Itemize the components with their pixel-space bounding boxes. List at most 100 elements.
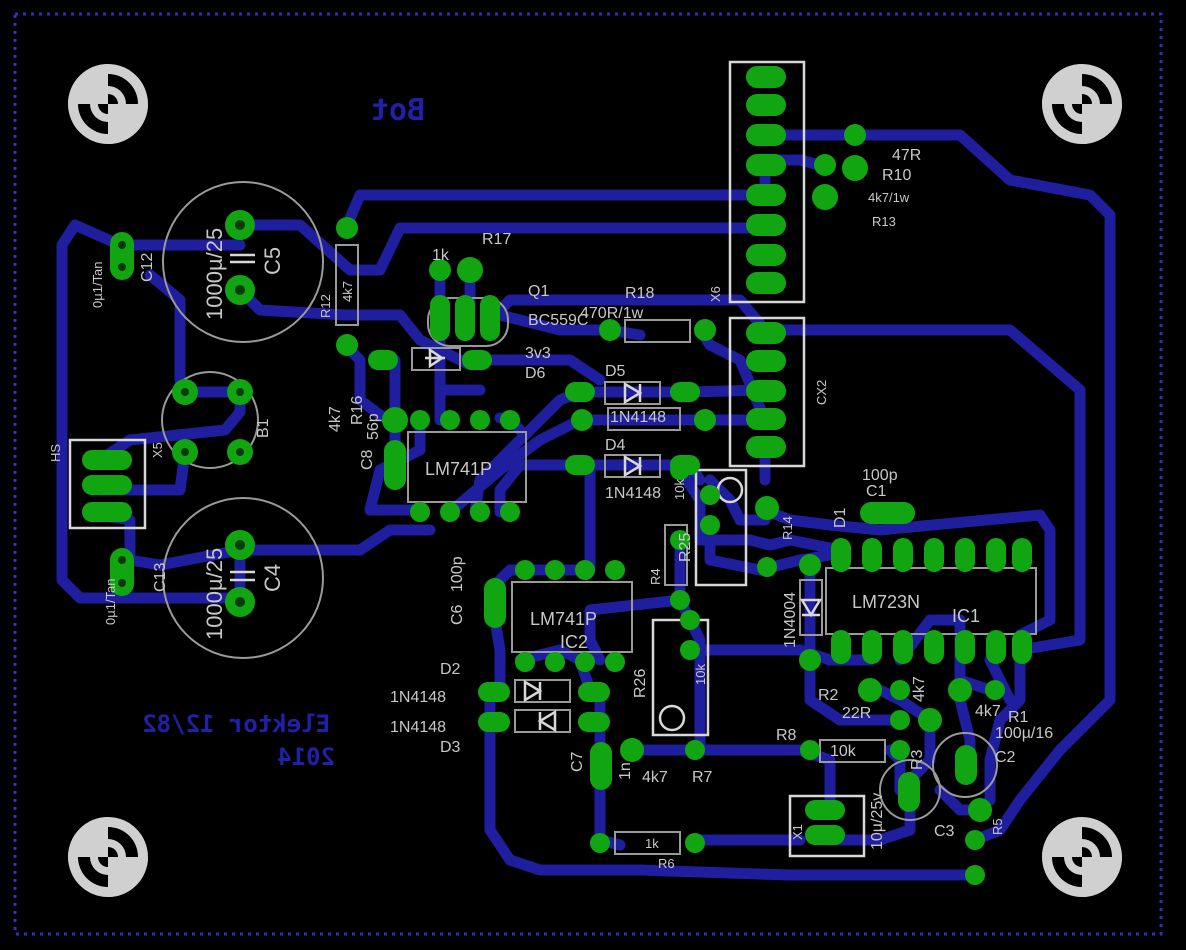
ic3-outline (407, 431, 527, 503)
hs-outline (68, 438, 147, 530)
r10-value: 47R (892, 147, 921, 164)
board-title-mirrored: Bot (371, 93, 425, 128)
d3-body (514, 709, 571, 733)
x1-outline (788, 794, 866, 858)
r26-value: 10k (693, 664, 708, 685)
r18-value: 470R/1w (580, 305, 644, 322)
r12-body (335, 244, 359, 326)
c1-value: 100p (862, 467, 898, 484)
c13-name: C13 (152, 563, 169, 592)
r6-value: 1k (645, 836, 659, 851)
r13-name: R13 (872, 214, 896, 229)
x6-outline (728, 60, 806, 304)
credit-line1: Elektor 12/82 (142, 710, 330, 738)
c5-name: C5 (260, 247, 285, 275)
c13-value: 0µ1/Tan (103, 578, 118, 625)
c8-name: C8 (359, 449, 376, 470)
d1-body (799, 579, 823, 636)
d5-value: 1N4148 (610, 409, 666, 426)
c1-name: C1 (866, 483, 887, 500)
c3-value: 10µ/25v (869, 793, 886, 850)
r8-value: 10k (830, 743, 857, 760)
r17-name: R17 (482, 231, 511, 248)
c12-value: 0µ1/Tan (90, 261, 105, 308)
d4-value: 1N4148 (605, 485, 661, 502)
r16-name: R16 (349, 396, 366, 425)
r5-name: R5 (990, 818, 1005, 835)
d2-value: 1N4148 (390, 689, 446, 706)
c5-outline (162, 181, 324, 343)
c12-name: C12 (139, 253, 156, 282)
x5-name: X5 (150, 442, 165, 458)
ic2-name: IC2 (560, 632, 588, 652)
silkscreen-outlines (68, 60, 1037, 858)
c2-name: C2 (995, 749, 1016, 766)
d6-symbol (425, 347, 445, 369)
r2-name: R2 (818, 687, 839, 704)
r12-value: 4k7 (340, 281, 355, 302)
mounting-hole-tr (1042, 64, 1122, 144)
pads (82, 66, 1032, 885)
c2-value: 100µ/16 (995, 725, 1053, 742)
d2-symbol (523, 679, 543, 703)
credit-line2: 2014 (277, 743, 335, 771)
c4-outline (162, 497, 324, 659)
mounting-hole-bl (68, 817, 148, 897)
cx2-outline (728, 316, 806, 468)
r7-name: R7 (692, 769, 713, 786)
r25-name: R25 (677, 533, 694, 562)
ic2-value: LM741P (530, 609, 597, 629)
d2-body (514, 679, 571, 703)
c7-name: C7 (569, 751, 586, 772)
d6-body (411, 347, 461, 371)
r13-value: 4k7/1w (868, 190, 910, 205)
r16-value: 4k7 (327, 406, 344, 432)
r25-value: 10k (672, 479, 687, 500)
b1-name: B1 (255, 418, 272, 438)
r8-body (819, 739, 886, 763)
d4-body (604, 454, 661, 478)
c4-symbol (230, 570, 255, 582)
c5-value: 1000µ/25 (202, 228, 227, 320)
r6-name: R6 (658, 856, 675, 871)
c4-value: 1000µ/25 (202, 548, 227, 640)
r4-name: R4 (648, 568, 663, 585)
r10-name: R10 (882, 167, 911, 184)
d3-symbol (537, 709, 557, 733)
ic2-outline (511, 581, 633, 653)
r1-value: 4k7 (975, 703, 1001, 720)
d3-name: D3 (440, 739, 461, 756)
c8-value: 56p (365, 413, 382, 440)
mounting-hole-br (1042, 817, 1122, 897)
ic1-value: LM723N (852, 592, 920, 612)
d6-name: D6 (525, 365, 546, 382)
d1-name: D1 (832, 507, 849, 528)
r12-name: R12 (318, 294, 333, 318)
hs-name: HS (48, 444, 63, 462)
x7-outline (694, 468, 748, 587)
r14-name: R14 (780, 516, 795, 540)
d1-symbol (799, 598, 823, 618)
board-outline (13, 12, 1163, 936)
r17-value: 1k (432, 247, 450, 264)
r18-name: R18 (625, 285, 654, 302)
d3-value: 1N4148 (390, 719, 446, 736)
r26-pot (658, 704, 686, 732)
r16-body (607, 407, 681, 431)
r18-body (624, 319, 691, 343)
ic3-value: LM741P (425, 459, 492, 479)
r6-body (614, 831, 681, 855)
d5-symbol (623, 381, 643, 405)
c3-name: C3 (934, 823, 955, 840)
c6-value: 100p (449, 556, 466, 592)
c4-name: C4 (260, 564, 285, 592)
x1-name: X1 (790, 824, 805, 840)
r3-value: 4k7 (911, 676, 928, 702)
cx2-name: CX2 (814, 380, 829, 405)
mounting-hole-tl (68, 64, 148, 144)
d4-symbol (623, 454, 643, 478)
x6-name: X6 (708, 286, 723, 302)
d5-name: D5 (605, 363, 626, 380)
mounting-holes (68, 64, 1122, 897)
